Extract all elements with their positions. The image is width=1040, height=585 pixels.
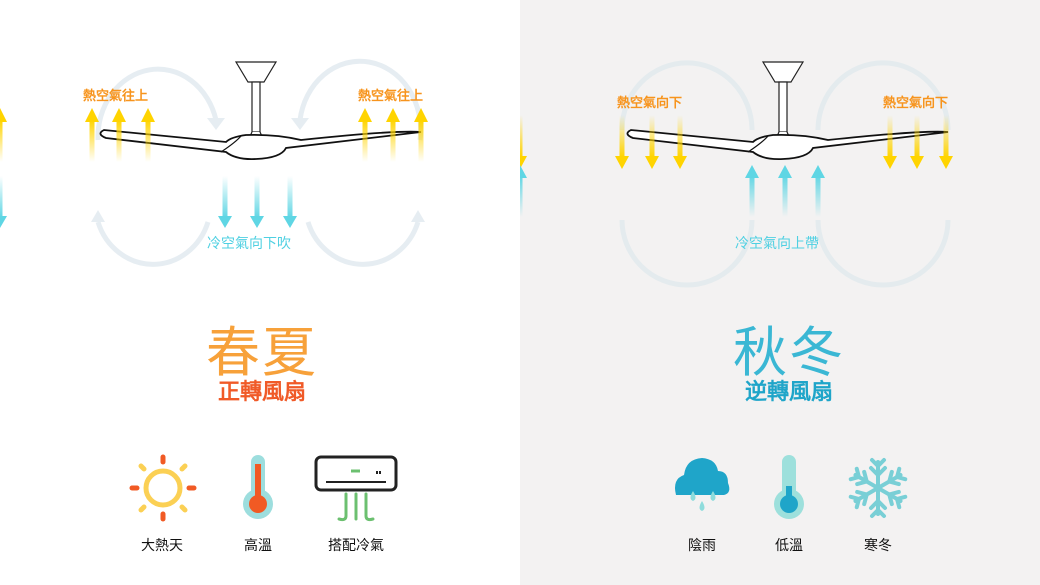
- icon-label: 低溫: [775, 538, 803, 554]
- hot-air-up-arrows: [0, 108, 428, 162]
- sun-icon: [129, 454, 197, 522]
- rain-cloud-icon: [675, 458, 730, 511]
- summer-panel: 熱空氣往上 熱空氣往上 冷空氣向下吹 春夏 正轉風扇 大熱天 高溫 搭配冷氣: [0, 58, 428, 554]
- winter-panel: 熱空氣向下 熱空氣向下 冷空氣向上帶 秋冬 逆轉風扇 陰雨 低溫 寒冬: [520, 0, 1040, 585]
- icon-label: 大熱天: [141, 538, 183, 554]
- cold-air-up-arrows: [520, 165, 825, 217]
- season-title: 秋冬: [733, 321, 845, 384]
- snowflake-icon: [848, 458, 908, 518]
- thermometer-low-icon: [774, 455, 804, 519]
- icon-label: 陰雨: [688, 538, 716, 554]
- hot-air-label-left: 熱空氣往上: [83, 89, 149, 104]
- hot-air-down-arrows: [520, 115, 953, 169]
- cold-air-down-arrows: [0, 176, 297, 228]
- fan-mode-title: 逆轉風扇: [744, 380, 833, 405]
- cold-air-label: 冷空氣向下吹: [207, 236, 291, 252]
- cold-air-label: 冷空氣向上帶: [735, 236, 819, 252]
- icon-label: 搭配冷氣: [328, 538, 384, 554]
- air-conditioner-icon: [314, 455, 398, 522]
- summer-airflow-diagram: [0, 58, 428, 522]
- hot-air-label-right: 熱空氣往上: [358, 89, 424, 104]
- season-title: 春夏: [206, 321, 318, 384]
- hot-air-label-right: 熱空氣向下: [883, 96, 949, 111]
- icon-label: 寒冬: [864, 538, 892, 554]
- thermometer-high-icon: [243, 455, 273, 519]
- winter-airflow-diagram: [520, 60, 953, 519]
- fan-mode-title: 正轉風扇: [217, 380, 306, 405]
- hot-air-label-left: 熱空氣向下: [617, 96, 683, 111]
- icon-label: 高溫: [244, 538, 272, 554]
